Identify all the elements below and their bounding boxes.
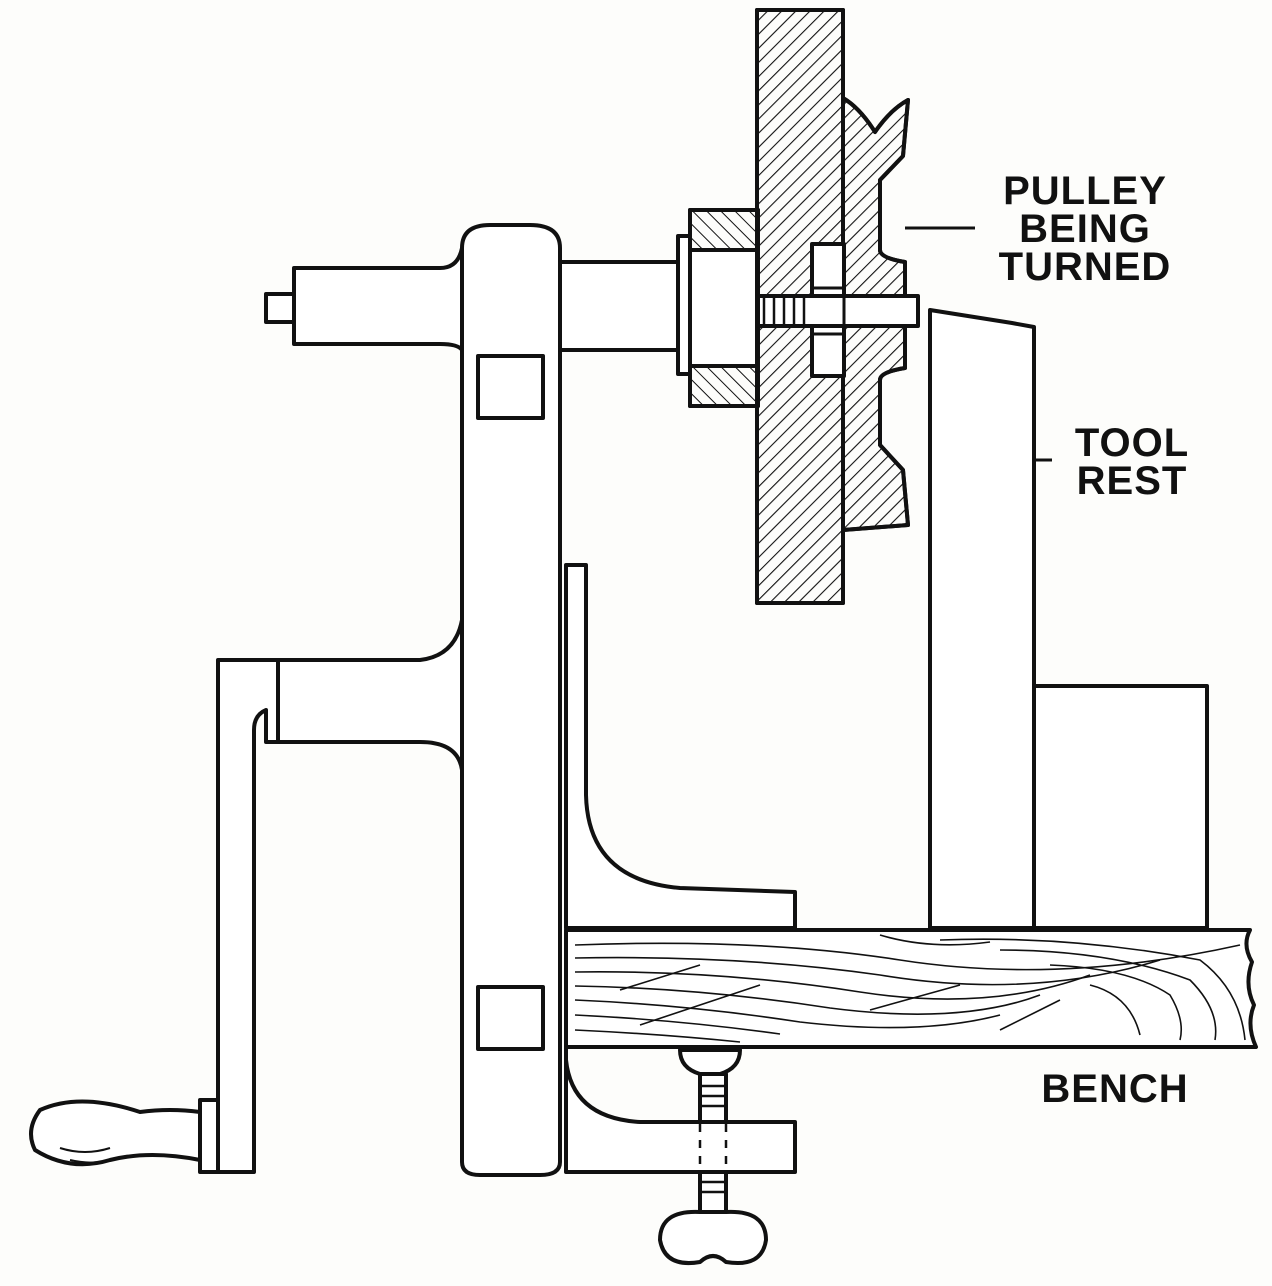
pulley-label-line-3: TURNED	[998, 245, 1172, 289]
bench-label: BENCH	[1041, 1067, 1189, 1111]
clamp-screw	[658, 1048, 768, 1265]
pulley-label-line-2: BEING	[1019, 207, 1151, 251]
lathe-frame	[276, 223, 797, 1177]
faceplate-hub	[688, 208, 760, 408]
tool-rest-label-line-2: REST	[1076, 459, 1188, 503]
center-bolt	[756, 242, 920, 378]
tool-rest-label: TOOL REST	[1052, 421, 1212, 503]
bench-board	[564, 928, 1258, 1049]
crank-arm	[29, 658, 280, 1174]
spindle	[264, 234, 692, 376]
tool-rest-label-line-1: TOOL	[1074, 421, 1190, 465]
pulley-label-line-1: PULLEY	[1003, 169, 1167, 213]
tool-rest	[928, 308, 1209, 930]
pulley-label: PULLEY BEING TURNED	[975, 169, 1195, 289]
